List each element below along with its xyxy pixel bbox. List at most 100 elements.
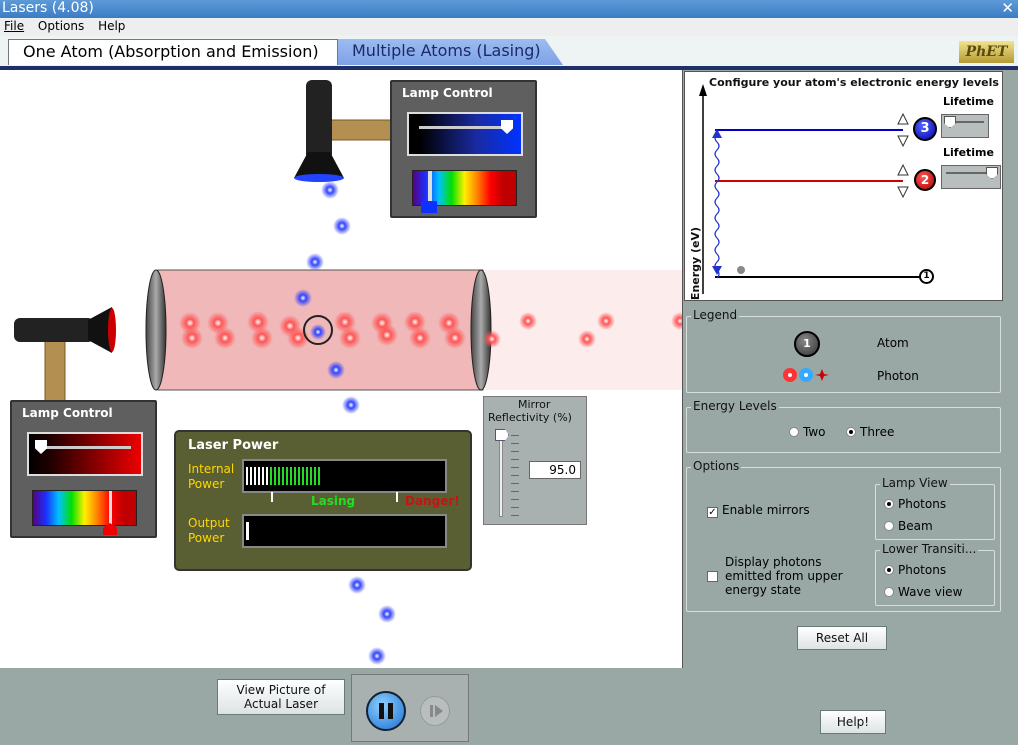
lifetime-label-3: Lifetime <box>943 95 994 108</box>
laser-power-panel: Laser Power Internal Power Lasing Danger… <box>174 430 472 571</box>
mirror-slider-track[interactable] <box>499 431 503 517</box>
left-lamp-head <box>88 307 112 353</box>
menu-help[interactable]: Help <box>98 19 126 33</box>
output-power-bar <box>246 522 249 540</box>
lamp-view-beam-option[interactable]: Beam <box>884 519 933 533</box>
danger-label: Danger! <box>405 494 460 508</box>
legend-atom-icon: 1 <box>794 331 820 357</box>
menu-options[interactable]: Options <box>37 19 85 33</box>
legend-photon-label: Photon <box>877 369 919 383</box>
simulation-canvas: Lamp Control Lamp Control Laser Power In… <box>0 70 683 668</box>
left-lamp-wavelength-slider[interactable] <box>32 490 137 535</box>
lower-transition-group: Lower Transiti... Photons Wave view <box>875 542 995 606</box>
top-lamp-body <box>306 80 332 160</box>
top-lamp-wavelength-slider[interactable] <box>412 170 517 213</box>
lower-transition-wave-radio[interactable] <box>884 587 894 597</box>
left-lamp-control: Lamp Control <box>10 400 157 538</box>
legend-title: Legend <box>691 308 740 322</box>
view-picture-button[interactable]: View Picture of Actual Laser <box>217 679 345 715</box>
window-title-bar: Lasers (4.08) ✕ <box>0 0 1018 18</box>
step-button[interactable] <box>420 696 450 726</box>
top-lamp-control-label: Lamp Control <box>402 86 493 100</box>
left-lamp-control-label: Lamp Control <box>22 406 113 420</box>
lasing-label: Lasing <box>311 494 356 508</box>
lifetime-slider-2-thumb[interactable] <box>986 167 998 179</box>
help-button[interactable]: Help! <box>820 710 886 734</box>
display-photons-label-1: Display photons <box>725 555 822 569</box>
right-mirror[interactable] <box>470 269 492 391</box>
output-power-label-1: Output <box>188 516 230 530</box>
left-lamp-intensity-slider[interactable] <box>27 432 143 476</box>
options-title: Options <box>691 459 742 473</box>
level-3-label: 3 <box>920 121 930 136</box>
radio-three[interactable] <box>846 427 856 437</box>
energy-levels-option-three[interactable]: Three <box>846 425 894 439</box>
tab-multiple-atoms[interactable]: Multiple Atoms (Lasing) <box>338 39 563 65</box>
energy-levels-title: Energy Levels <box>691 399 779 413</box>
pause-icon <box>379 703 384 719</box>
lifetime-slider-2[interactable] <box>941 165 1001 189</box>
lower-transition-photons-radio[interactable] <box>884 565 894 575</box>
lifetime-slider-3[interactable] <box>941 114 989 138</box>
left-lamp-wavelength-thumb[interactable] <box>103 523 117 535</box>
reset-all-button[interactable]: Reset All <box>797 626 887 650</box>
simulation-scene <box>14 80 682 665</box>
level-3-marker[interactable]: 3 <box>913 117 937 141</box>
view-picture-label-1: View Picture of <box>236 683 326 697</box>
enable-mirrors-label: Enable mirrors <box>722 503 810 517</box>
atom <box>303 315 333 345</box>
pause-button[interactable] <box>366 691 406 731</box>
lamp-view-photons-radio[interactable] <box>884 499 894 509</box>
menu-bar: File Options Help <box>0 18 1018 36</box>
enable-mirrors-option[interactable]: ✓ Enable mirrors <box>707 503 810 518</box>
left-lamp-lens <box>108 308 116 352</box>
mirror-slider-thumb[interactable] <box>495 429 509 441</box>
menu-file[interactable]: File <box>4 19 25 33</box>
legend-photon-icons <box>783 368 829 382</box>
lower-transition-photons-option[interactable]: Photons <box>884 563 946 577</box>
lamp-view-photons-label: Photons <box>898 497 947 511</box>
step-arrow-icon <box>435 705 443 717</box>
danger-tick <box>396 492 398 502</box>
lasing-tick <box>271 492 273 502</box>
lifetime-slider-3-thumb[interactable] <box>944 116 956 128</box>
mirror-value-field[interactable]: 95.0 <box>529 461 581 479</box>
lifetime-slider-2-track <box>946 172 996 174</box>
lower-transition-wave-label: Wave view <box>898 585 963 599</box>
energy-level-diagram: Configure your atom's electronic energy … <box>684 71 1003 301</box>
top-lamp-wavelength-thumb[interactable] <box>421 201 437 213</box>
level-1-marker: 1 <box>919 269 934 284</box>
close-icon[interactable]: ✕ <box>1001 0 1014 17</box>
top-lamp-intensity-thumb[interactable] <box>501 120 513 134</box>
left-lamp-body <box>14 318 94 342</box>
display-photons-checkbox[interactable] <box>707 571 718 582</box>
enable-mirrors-checkbox[interactable]: ✓ <box>707 507 718 518</box>
lamp-view-beam-radio[interactable] <box>884 521 894 531</box>
internal-power-meter <box>242 459 447 493</box>
left-lamp-stand <box>44 339 66 406</box>
energy-levels-option-two[interactable]: Two <box>789 425 826 439</box>
internal-power-bar <box>270 467 320 485</box>
legend-group: Legend 1 Atom Photon <box>686 308 1001 393</box>
left-mirror[interactable] <box>145 269 167 391</box>
top-lamp-intensity-slider[interactable] <box>407 112 523 156</box>
lamp-view-photons-option[interactable]: Photons <box>884 497 946 511</box>
mirror-reflectivity-panel: Mirror Reflectivity (%) 95.0 <box>483 396 587 525</box>
lower-transition-photons-label: Photons <box>898 563 947 577</box>
level-2-marker[interactable]: 2 <box>914 169 936 191</box>
tab-one-atom[interactable]: One Atom (Absorption and Emission) <box>8 39 338 65</box>
stimulated-photons <box>179 311 682 349</box>
lower-transition-title: Lower Transiti... <box>880 542 979 556</box>
left-lamp-intensity-thumb[interactable] <box>35 440 47 454</box>
radio-two[interactable] <box>789 427 799 437</box>
top-lamp-arm <box>329 119 393 141</box>
legend-atom-symbol: 1 <box>803 337 811 350</box>
radio-two-label: Two <box>803 425 826 439</box>
clock-controls <box>351 674 469 742</box>
pump-photons <box>294 181 396 665</box>
lamp-view-group: Lamp View Photons Beam <box>875 476 995 540</box>
energy-level-lines <box>699 84 925 294</box>
laser-beam <box>485 270 682 390</box>
lower-transition-wave-option[interactable]: Wave view <box>884 585 962 599</box>
top-lamp-wavelength-marker <box>428 171 432 207</box>
